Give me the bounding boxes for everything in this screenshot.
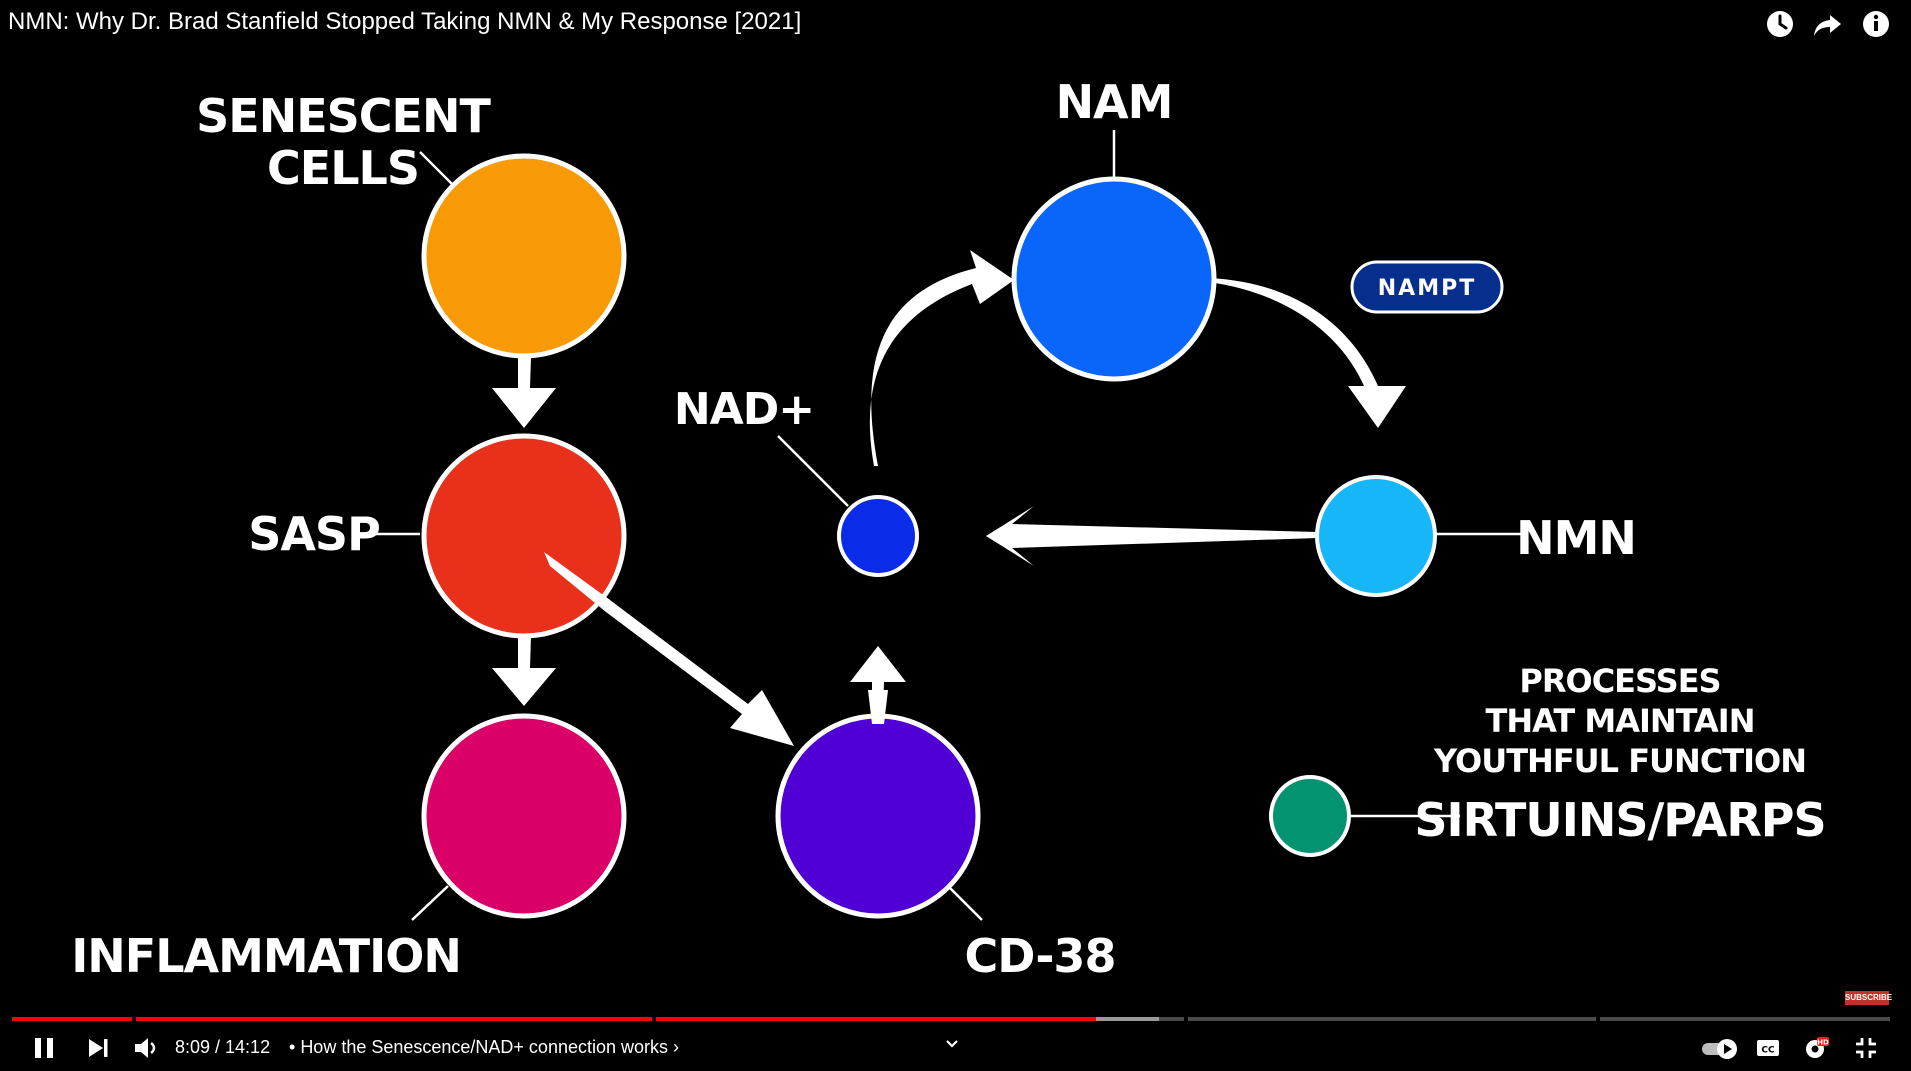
- next-icon[interactable]: [84, 1034, 112, 1062]
- senescent-cells-connector: [419, 151, 453, 185]
- progress-unplayed-segment: [1600, 1017, 1890, 1021]
- progress-played-segment: [12, 1017, 132, 1021]
- settings-icon[interactable]: HD: [1802, 1034, 1830, 1062]
- nad-plus-node: [837, 495, 919, 577]
- nmn-node: [1315, 475, 1437, 597]
- time-display: 8:09 / 14:12: [175, 1037, 271, 1057]
- svg-text:CC: CC: [1761, 1046, 1775, 1056]
- processes-label-line2: THAT MAINTAIN: [1486, 702, 1755, 740]
- nad-plus-label: NAD+: [674, 384, 814, 435]
- nmn-label: NMN: [1516, 511, 1636, 565]
- autoplay-toggle-icon[interactable]: [1700, 1034, 1740, 1062]
- progress-unplayed-segment: [1159, 1017, 1184, 1021]
- progress-buffered-segment: [1095, 1017, 1160, 1021]
- pause-icon[interactable]: [30, 1034, 58, 1062]
- player-controls: 8:09 / 14:12 • How the Senescence/NAD+ c…: [0, 1010, 1911, 1071]
- arrow-cd38-to-nad-plus-tail: [868, 690, 888, 724]
- progress-bar[interactable]: [12, 1010, 1890, 1028]
- nam-label: NAM: [1056, 75, 1173, 129]
- arrow-senescent-to-sasp: [492, 326, 556, 428]
- video-title-bar: NMN: Why Dr. Brad Stanfield Stopped Taki…: [0, 0, 1911, 48]
- subscribe-badge[interactable]: SUBSCRIBE: [1845, 991, 1892, 1005]
- sasp-label: SASP: [248, 507, 380, 561]
- arrow-nmn-to-nad-plus: [986, 506, 1318, 566]
- chapter-title[interactable]: • How the Senescence/NAD+ connection wor…: [289, 1037, 680, 1057]
- sirtuins-label: SIRTUINS/PARPS: [1414, 793, 1825, 847]
- chapter-label: How the Senescence/NAD+ connection works: [300, 1037, 669, 1057]
- chevron-down-icon[interactable]: [938, 1030, 966, 1058]
- sasp-node: [421, 433, 627, 639]
- watch-later-icon[interactable]: [1762, 6, 1798, 42]
- progress-unplayed-segment: [1188, 1017, 1596, 1021]
- senescent-label: SENESCENT: [196, 89, 491, 143]
- progress-played-segment: [656, 1017, 1096, 1021]
- inflammation-node: [421, 713, 627, 919]
- nampt-badge: [1350, 260, 1504, 314]
- svg-text:HD: HD: [1817, 1039, 1829, 1047]
- cd38-node: [775, 713, 981, 919]
- nad-plus-connector: [777, 435, 849, 507]
- captions-icon[interactable]: CC: [1754, 1034, 1782, 1062]
- info-icon[interactable]: [1858, 6, 1894, 42]
- senescent-cells-node: [421, 153, 627, 359]
- sirtuins-node: [1269, 775, 1351, 857]
- arrow-sasp-to-inflammation: [492, 604, 556, 706]
- inflammation-connector: [411, 885, 449, 921]
- arrow-nam-to-nmn: [1208, 278, 1406, 428]
- cells-label: CELLS: [267, 141, 419, 195]
- exit-fullscreen-icon[interactable]: [1852, 1034, 1880, 1062]
- processes-label-line1: PROCESSES: [1519, 662, 1720, 700]
- pathway-diagram: SENESCENT CELLS SASP INFLAMMATION NAD+ C…: [71, 75, 1826, 983]
- nampt-label: NAMPT: [1378, 276, 1476, 301]
- cd38-connector: [947, 885, 983, 921]
- processes-label-line3: YOUTHFUL FUNCTION: [1433, 742, 1806, 780]
- volume-icon[interactable]: [132, 1034, 160, 1062]
- arrow-sasp-to-cd38-tail: [544, 552, 610, 612]
- progress-played-segment: [136, 1017, 652, 1021]
- nam-node: [1011, 176, 1217, 382]
- cd38-label: CD-38: [965, 929, 1116, 983]
- inflammation-label: INFLAMMATION: [71, 929, 461, 983]
- share-icon[interactable]: [1810, 6, 1846, 42]
- video-title[interactable]: NMN: Why Dr. Brad Stanfield Stopped Taki…: [8, 8, 802, 35]
- arrow-nad-plus-to-nam: [869, 250, 1014, 466]
